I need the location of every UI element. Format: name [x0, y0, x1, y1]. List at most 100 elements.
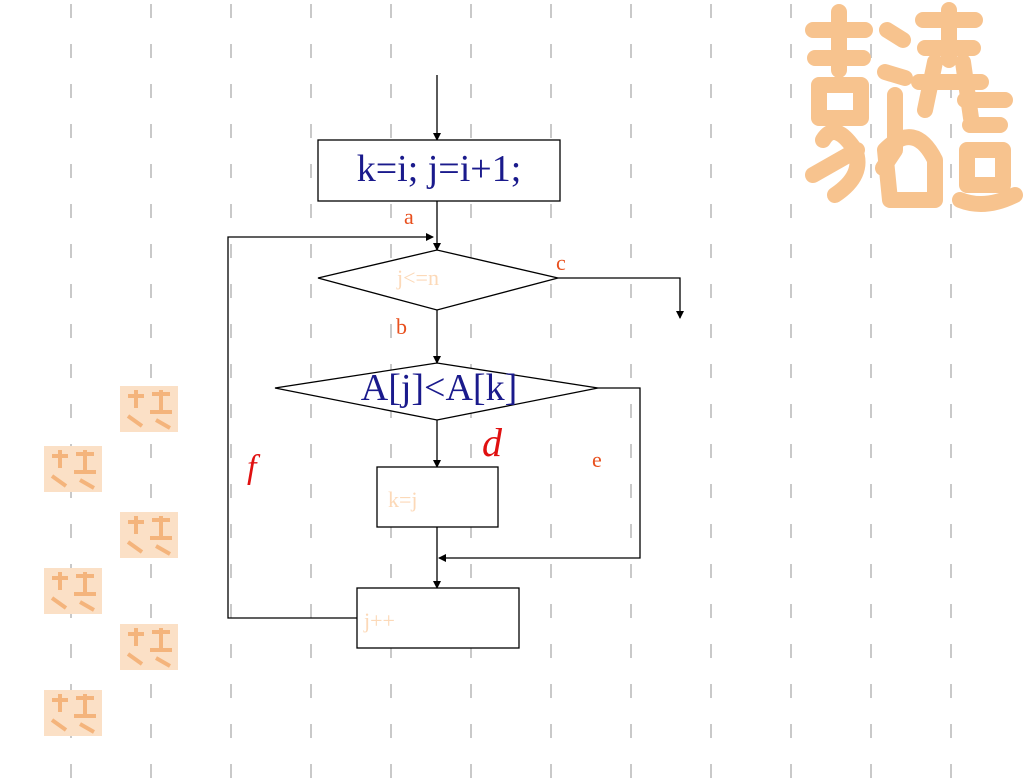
- background-dash: [230, 124, 232, 138]
- background-dash: [790, 364, 792, 378]
- background-dash: [230, 524, 232, 538]
- background-dash: [630, 404, 632, 418]
- background-dash: [310, 524, 312, 538]
- background-dash: [790, 324, 792, 338]
- background-dash: [390, 124, 392, 138]
- background-dash: [230, 564, 232, 578]
- background-dash: [870, 164, 872, 178]
- background-dash: [630, 244, 632, 258]
- assign-box: [376, 466, 499, 528]
- background-dash: [870, 684, 872, 698]
- background-dash: [550, 404, 552, 418]
- background-dash: [950, 164, 952, 178]
- background-dash: [470, 724, 472, 738]
- background-dash: [630, 44, 632, 58]
- background-dash: [70, 244, 72, 258]
- background-dash: [550, 44, 552, 58]
- background-dash: [870, 84, 872, 98]
- background-dash: [310, 44, 312, 58]
- background-dash: [230, 684, 232, 698]
- background-dash: [230, 44, 232, 58]
- background-dash: [790, 404, 792, 418]
- background-dash: [710, 44, 712, 58]
- background-dash: [470, 524, 472, 538]
- background-dash: [630, 164, 632, 178]
- loop-condition-label: j<=n: [396, 265, 439, 290]
- background-dash: [630, 284, 632, 298]
- background-dash: [70, 404, 72, 418]
- background-dash: [790, 684, 792, 698]
- background-dash: [710, 604, 712, 618]
- background-dash: [630, 4, 632, 18]
- background-dash: [550, 324, 552, 338]
- background-dash: [710, 404, 712, 418]
- background-dash: [310, 124, 312, 138]
- background-dash: [150, 364, 152, 378]
- background-dash: [630, 84, 632, 98]
- background-dash: [630, 324, 632, 338]
- background-dash: [790, 524, 792, 538]
- background-dash: [710, 644, 712, 658]
- background-dash: [310, 724, 312, 738]
- background-dash: [470, 124, 472, 138]
- background-dash: [870, 644, 872, 658]
- background-dash: [230, 444, 232, 458]
- background-dash: [790, 564, 792, 578]
- background-dash: [870, 284, 872, 298]
- background-dash: [870, 524, 872, 538]
- background-dash: [470, 644, 472, 658]
- background-dash: [150, 564, 152, 578]
- background-dash: [310, 84, 312, 98]
- background-dash: [470, 84, 472, 98]
- background-dash: [710, 444, 712, 458]
- background-dash: [870, 324, 872, 338]
- background-dash: [870, 244, 872, 258]
- small-seal-icon: [44, 568, 102, 614]
- background-dash: [70, 124, 72, 138]
- background-dash: [550, 524, 552, 538]
- background-dash: [710, 484, 712, 498]
- background-dash: [230, 164, 232, 178]
- background-dash: [950, 124, 952, 138]
- small-seal-icon: [44, 690, 102, 736]
- background-dash: [950, 484, 952, 498]
- background-dash: [870, 4, 872, 18]
- background-dash: [150, 724, 152, 738]
- background-dash: [310, 404, 312, 418]
- background-dash: [710, 84, 712, 98]
- background-dash: [470, 44, 472, 58]
- background-dash: [870, 484, 872, 498]
- background-dash: [150, 484, 152, 498]
- loop-back-arrow-f: [227, 233, 434, 619]
- background-dash: [310, 284, 312, 298]
- background-dash: [710, 4, 712, 18]
- background-dash: [790, 604, 792, 618]
- background-dash: [310, 164, 312, 178]
- background-dash: [70, 524, 72, 538]
- background-dash: [630, 444, 632, 458]
- background-dash: [950, 724, 952, 738]
- background-dash: [870, 404, 872, 418]
- background-dash: [790, 4, 792, 18]
- background-dash: [950, 564, 952, 578]
- background-dash: [870, 564, 872, 578]
- background-dash: [150, 604, 152, 618]
- background-dash: [710, 324, 712, 338]
- background-dash: [470, 4, 472, 18]
- background-dash: [870, 604, 872, 618]
- branch-arrow-e: [438, 387, 641, 562]
- background-dash: [470, 444, 472, 458]
- background-dash: [70, 644, 72, 658]
- background-dash: [70, 164, 72, 178]
- background-dash: [550, 364, 552, 378]
- background-dash: [950, 84, 952, 98]
- background-dash: [310, 604, 312, 618]
- background-dash: [550, 4, 552, 18]
- background-dash: [70, 284, 72, 298]
- background-dash: [70, 44, 72, 58]
- background-dash: [150, 84, 152, 98]
- background-dash: [950, 604, 952, 618]
- background-dash: [390, 644, 392, 658]
- background-dash: [310, 324, 312, 338]
- background-dash: [310, 644, 312, 658]
